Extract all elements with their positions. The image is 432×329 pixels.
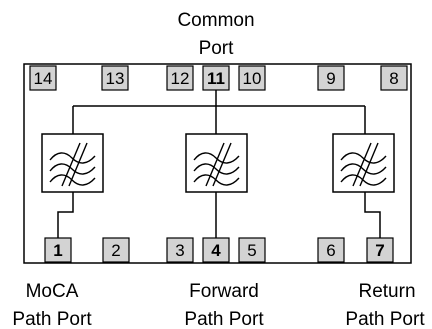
pin-14-label: 14 [34,69,53,88]
pins-bottom: 1 2 3 4 5 6 7 [44,237,394,263]
moca-port-label-line2: Path Port [12,309,92,329]
filter-moca [41,133,104,193]
bandpass-filter-icon [340,142,387,187]
pin-2: 2 [102,237,130,263]
pin-8: 8 [380,65,408,91]
common-port-label-line2: Port [199,38,235,59]
pin-10-label: 10 [243,69,262,88]
pin-4: 4 [202,237,230,263]
pin-14: 14 [29,65,57,91]
forward-port-label-line1: Forward [189,281,259,302]
pin-9-label: 9 [326,69,335,88]
pin-13: 13 [101,65,129,91]
pin-13-label: 13 [106,69,125,88]
pin-11-label: 11 [207,69,225,88]
bandpass-filter-icon [49,142,96,187]
pin-6: 6 [317,237,345,263]
pins-top: 14 13 12 11 10 9 8 [29,65,408,91]
return-port-label-line1: Return [358,281,415,302]
pin-7: 7 [366,237,394,263]
pin-7-label: 7 [375,241,384,260]
pin-6-label: 6 [326,241,335,260]
pin-5-label: 5 [247,241,256,260]
pin-1: 1 [44,237,72,263]
pin-5: 5 [238,237,266,263]
filter-forward [185,133,248,193]
wiring [57,90,381,238]
pin-4-label: 4 [211,241,221,260]
filter-return [332,133,395,193]
pin-1-label: 1 [53,241,62,260]
return-port-label-line2: Path Port [345,309,425,329]
pin-2-label: 2 [111,241,120,260]
pin-9: 9 [317,65,345,91]
pin-3: 3 [166,237,194,263]
pin-12: 12 [166,65,194,91]
bandpass-filter-icon [193,142,240,187]
common-port-label-line1: Common [177,10,254,31]
pin-11: 11 [202,65,230,91]
forward-port-label-line2: Path Port [184,309,264,329]
pin-12-label: 12 [171,69,190,88]
pin-3-label: 3 [175,241,184,260]
pin-10: 10 [238,65,266,91]
pin-8-label: 8 [389,69,398,88]
moca-port-label-line1: MoCA [26,281,79,302]
